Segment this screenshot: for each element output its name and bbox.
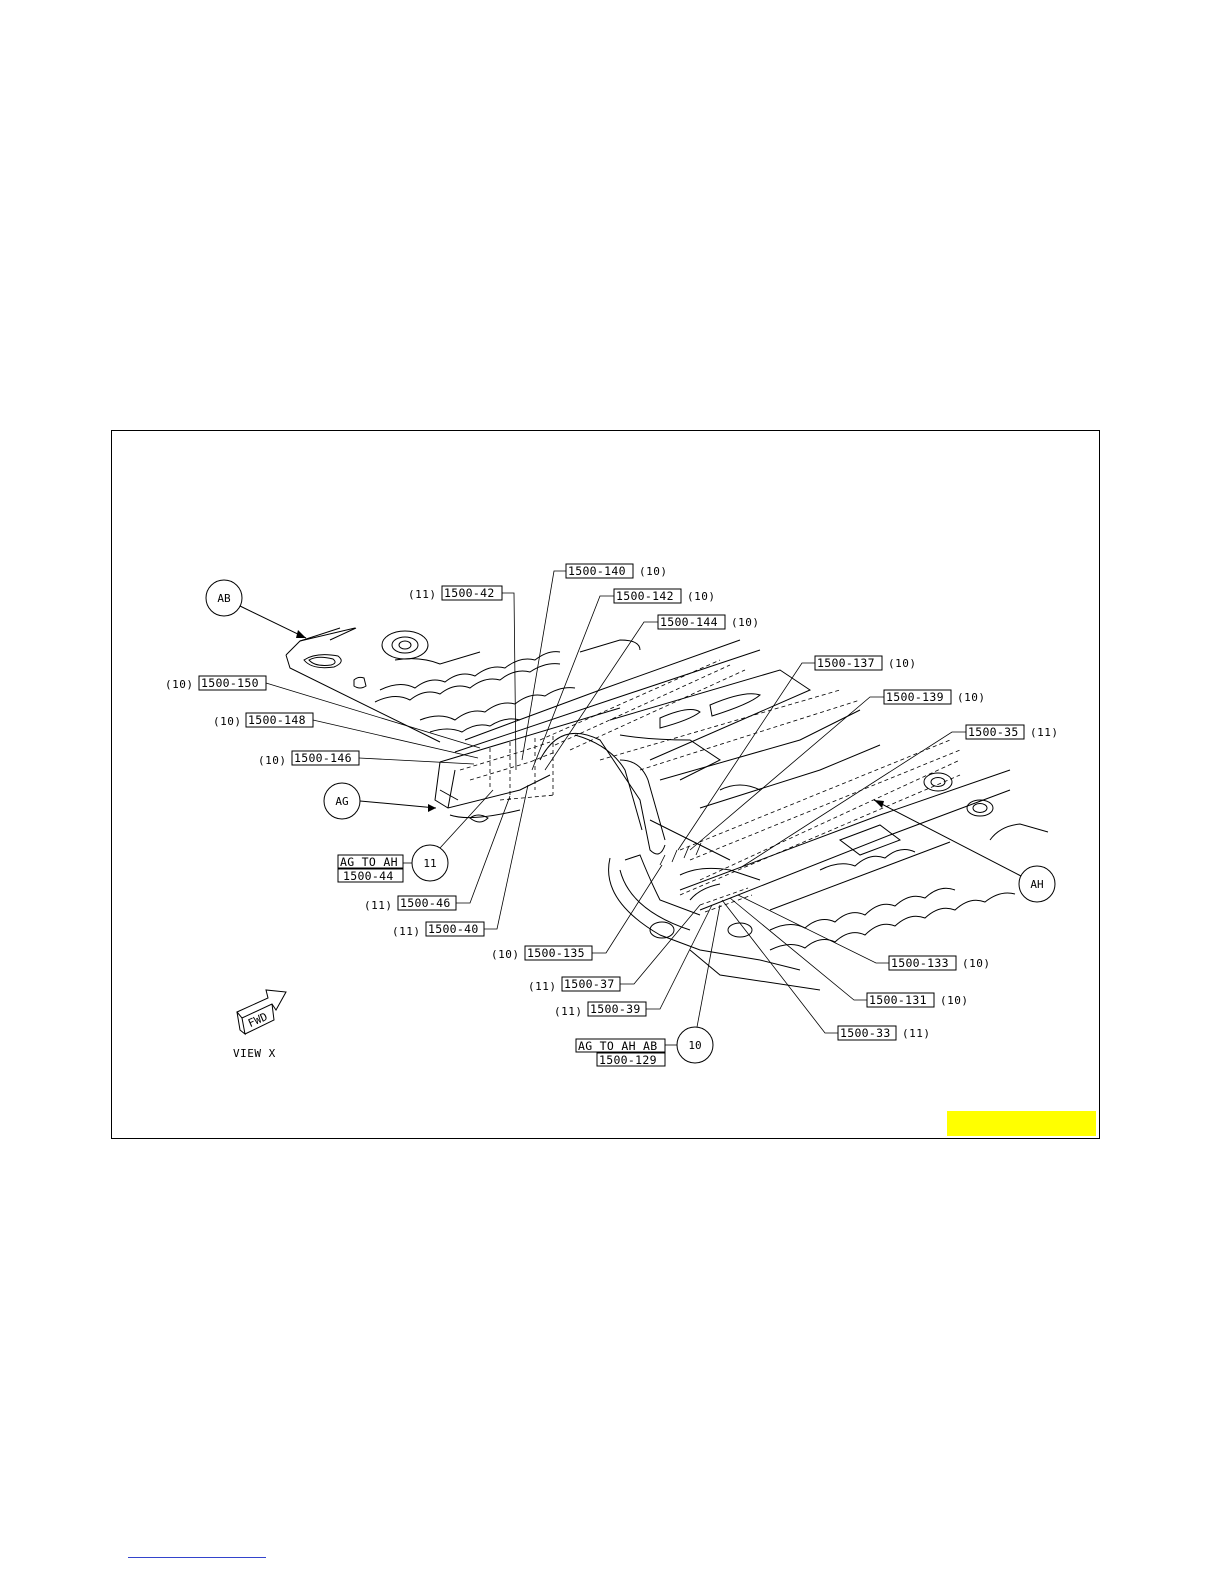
svg-text:(10): (10) (258, 754, 287, 767)
callout-1500-144: 1500-144 (10) (544, 614, 760, 771)
svg-text:1500-42: 1500-42 (444, 586, 495, 600)
svg-text:(10): (10) (639, 565, 668, 578)
svg-text:1500-144: 1500-144 (660, 615, 718, 629)
fwd-arrow-icon: FWD (236, 989, 287, 1036)
svg-text:1500-139: 1500-139 (886, 690, 944, 704)
svg-text:(10): (10) (687, 590, 716, 603)
view-label: VIEW X (233, 1047, 276, 1060)
svg-text:1500-40: 1500-40 (428, 922, 479, 936)
diagram-frame (111, 430, 1100, 1139)
svg-text:1500-37: 1500-37 (564, 977, 615, 991)
callout-1500-139: 1500-139 (10) (689, 689, 986, 851)
highlight-box (947, 1111, 1096, 1136)
svg-text:(11): (11) (528, 980, 557, 993)
svg-text:1500-137: 1500-137 (817, 656, 875, 670)
svg-text:(11): (11) (364, 899, 393, 912)
svg-text:1500-35: 1500-35 (968, 725, 1019, 739)
svg-text:1500-131: 1500-131 (869, 993, 927, 1007)
callout-1500-135: (10) 1500-135 (491, 864, 663, 961)
svg-text:(10): (10) (731, 616, 760, 629)
svg-text:AG TO AH AB: AG TO AH AB (578, 1039, 657, 1053)
group-10: AG TO AH AB 1500-129 10 (575, 904, 721, 1067)
circle-ag: AG (323, 782, 437, 820)
callout-1500-33: 1500-33 (11) (721, 899, 931, 1041)
svg-text:(10): (10) (940, 994, 969, 1007)
svg-text:AH: AH (1030, 878, 1043, 891)
svg-text:(10): (10) (491, 948, 520, 961)
svg-text:1500-150: 1500-150 (201, 676, 259, 690)
svg-text:(10): (10) (962, 957, 991, 970)
svg-text:(11): (11) (902, 1027, 931, 1040)
svg-text:1500-148: 1500-148 (248, 713, 306, 727)
callout-1500-137: 1500-137 (10) (677, 655, 917, 851)
svg-text:(11): (11) (408, 588, 437, 601)
callout-1500-140: 1500-140 (10) (521, 563, 668, 761)
callout-1500-35: 1500-35 (11) (739, 724, 1059, 869)
circle-ah: AH (873, 799, 1056, 903)
callout-1500-146: (10) 1500-146 (258, 750, 475, 767)
left-panel-drawing (285, 627, 761, 855)
svg-text:11: 11 (423, 857, 436, 870)
svg-text:(10): (10) (213, 715, 242, 728)
svg-text:1500-39: 1500-39 (590, 1002, 641, 1016)
svg-text:1500-44: 1500-44 (343, 869, 394, 883)
svg-text:1500-140: 1500-140 (568, 564, 626, 578)
circle-ab: AB (205, 579, 307, 639)
callout-1500-150: (10) 1500-150 (165, 675, 481, 749)
svg-text:1500-146: 1500-146 (294, 751, 352, 765)
svg-text:1500-142: 1500-142 (616, 589, 674, 603)
callout-1500-148: (10) 1500-148 (213, 712, 479, 759)
svg-text:1500-133: 1500-133 (891, 956, 949, 970)
svg-text:FWD: FWD (246, 1010, 269, 1030)
callout-1500-37: (11) 1500-37 (528, 904, 701, 993)
callout-1500-133: 1500-133 (10) (737, 894, 991, 971)
svg-text:(11): (11) (392, 925, 421, 938)
svg-text:1500-129: 1500-129 (599, 1053, 657, 1067)
svg-text:(11): (11) (554, 1005, 583, 1018)
svg-text:AB: AB (217, 592, 231, 605)
svg-text:AG TO AH: AG TO AH (340, 855, 398, 869)
group-11: AG TO AH 1500-44 11 (337, 789, 494, 883)
callout-1500-131: 1500-131 (10) (729, 897, 969, 1008)
callout-1500-142: 1500-142 (10) (531, 588, 716, 771)
svg-text:(10): (10) (888, 657, 917, 670)
svg-text:(10): (10) (957, 691, 986, 704)
svg-text:1500-46: 1500-46 (400, 896, 451, 910)
callout-1500-39: (11) 1500-39 (554, 904, 713, 1018)
svg-text:1500-33: 1500-33 (840, 1026, 891, 1040)
callout-1500-40: (11) 1500-40 (392, 784, 529, 938)
svg-text:10: 10 (688, 1039, 701, 1052)
svg-text:AG: AG (335, 795, 348, 808)
callout-1500-42: (11) 1500-42 (408, 585, 517, 771)
svg-text:(10): (10) (165, 678, 194, 691)
svg-text:1500-135: 1500-135 (527, 946, 585, 960)
svg-text:(11): (11) (1030, 726, 1059, 739)
footer-link-underline (128, 1557, 266, 1558)
right-panel-drawing (539, 659, 1049, 991)
callout-1500-46: (11) 1500-46 (364, 795, 511, 912)
